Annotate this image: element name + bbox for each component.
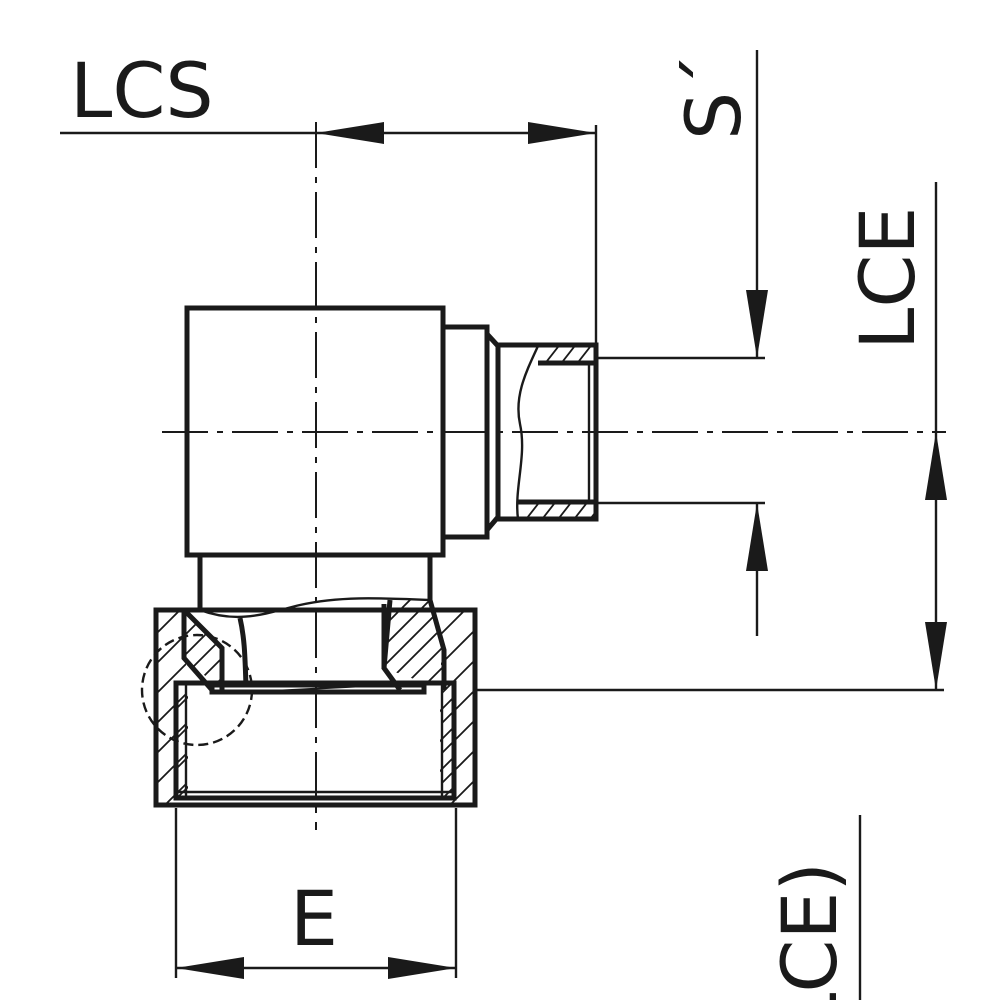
insert-bore bbox=[237, 604, 387, 687]
arrow-head-left bbox=[176, 957, 244, 979]
bore-hatch-left bbox=[176, 695, 188, 798]
neck-break-line bbox=[199, 597, 431, 619]
arrow-head-left bbox=[316, 122, 384, 144]
label-lcs: LCS bbox=[70, 46, 214, 135]
lower-socket bbox=[153, 607, 478, 808]
dimension-s-prime: S´ bbox=[596, 50, 768, 636]
seal-ring bbox=[209, 682, 427, 695]
arrow-head-up bbox=[925, 432, 947, 500]
seal-hatch bbox=[215, 684, 423, 693]
spigot-hatch-bottom bbox=[524, 502, 596, 520]
dimension-lcs: LCS bbox=[60, 46, 598, 345]
dimension-e: E bbox=[174, 808, 458, 979]
spigot-hatch-top bbox=[544, 345, 596, 363]
arrow-head-down bbox=[746, 290, 768, 358]
side-spigot bbox=[495, 342, 599, 522]
collar bbox=[440, 324, 490, 540]
arrow-head-right bbox=[528, 122, 596, 144]
detail-circle bbox=[140, 633, 254, 747]
socket-hatch-left bbox=[156, 610, 186, 805]
collar-taper bbox=[484, 327, 500, 537]
label-lce-partial: LCE) bbox=[765, 862, 854, 1000]
arrow-head-down bbox=[925, 622, 947, 690]
label-e: E bbox=[290, 874, 338, 963]
spigot-break-line bbox=[516, 345, 540, 520]
dimension-lce: LCE bbox=[476, 182, 947, 692]
spigot-bore bbox=[518, 360, 596, 505]
center-lines bbox=[162, 122, 946, 830]
arrow-head-right bbox=[388, 957, 456, 979]
fitting-body bbox=[140, 305, 599, 808]
label-s-prime: S´ bbox=[669, 54, 758, 140]
label-lce: LCE bbox=[843, 207, 932, 350]
bore-hatch-right bbox=[440, 695, 454, 798]
arrow-head-up bbox=[746, 503, 768, 571]
neck bbox=[197, 555, 433, 610]
dimension-lce-partial: LCE) bbox=[765, 815, 862, 1000]
